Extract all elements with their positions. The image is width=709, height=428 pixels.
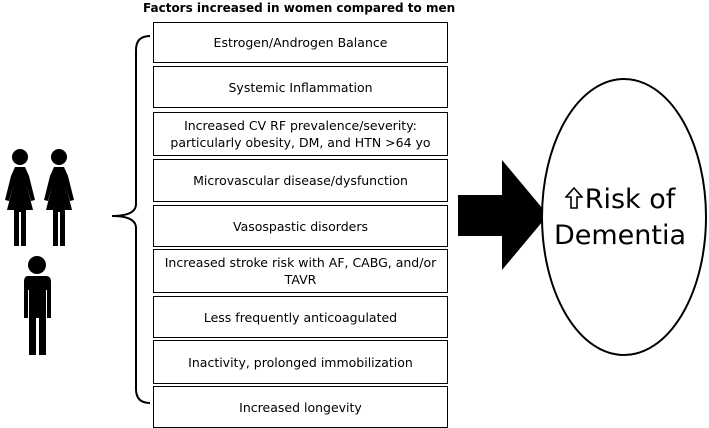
outcome-line-1: Risk of bbox=[540, 182, 700, 218]
right-arrow-icon bbox=[458, 160, 548, 270]
factor-label: Less frequently anticoagulated bbox=[203, 309, 398, 325]
factor-label: Inactivity, prolonged immobilization bbox=[188, 354, 413, 370]
factor-label: Estrogen/Androgen Balance bbox=[213, 35, 388, 50]
woman-figure-icon bbox=[44, 149, 74, 246]
factor-box: Vasospastic disorders bbox=[153, 205, 448, 247]
factor-box: Inactivity, prolonged immobilization bbox=[153, 340, 448, 384]
outcome-line-1-text: Risk of bbox=[584, 184, 676, 215]
factor-box: Microvascular disease/dysfunction bbox=[153, 159, 448, 202]
woman-figure-icon bbox=[5, 149, 35, 246]
factor-box: Estrogen/Androgen Balance bbox=[153, 22, 448, 63]
factor-label: Systemic Inflammation bbox=[228, 79, 373, 95]
factor-box: Less frequently anticoagulated bbox=[153, 296, 448, 338]
factor-label: Increased CV RF prevalence/severity: par… bbox=[170, 118, 431, 150]
factor-box: Systemic Inflammation bbox=[153, 66, 448, 108]
curly-brace bbox=[111, 35, 151, 404]
up-arrow-outline-icon bbox=[564, 187, 583, 209]
factor-box: Increased longevity bbox=[153, 386, 448, 428]
factor-box: Increased stroke risk with AF, CABG, and… bbox=[153, 249, 448, 293]
outcome-line-2: Dementia bbox=[553, 220, 687, 251]
factor-label: Microvascular disease/dysfunction bbox=[193, 173, 408, 188]
factor-label: Vasospastic disorders bbox=[232, 218, 368, 234]
factor-label: Increased stroke risk with AF, CABG, and… bbox=[164, 255, 437, 287]
factor-box: Increased CV RF prevalence/severity: par… bbox=[153, 112, 448, 156]
man-figure-icon bbox=[24, 256, 51, 355]
outcome-ellipse bbox=[541, 78, 707, 356]
factor-label: Increased longevity bbox=[239, 399, 362, 415]
diagram-title: Factors increased in women compared to m… bbox=[143, 1, 456, 15]
outcome-text: Risk of Dementia bbox=[540, 182, 700, 254]
